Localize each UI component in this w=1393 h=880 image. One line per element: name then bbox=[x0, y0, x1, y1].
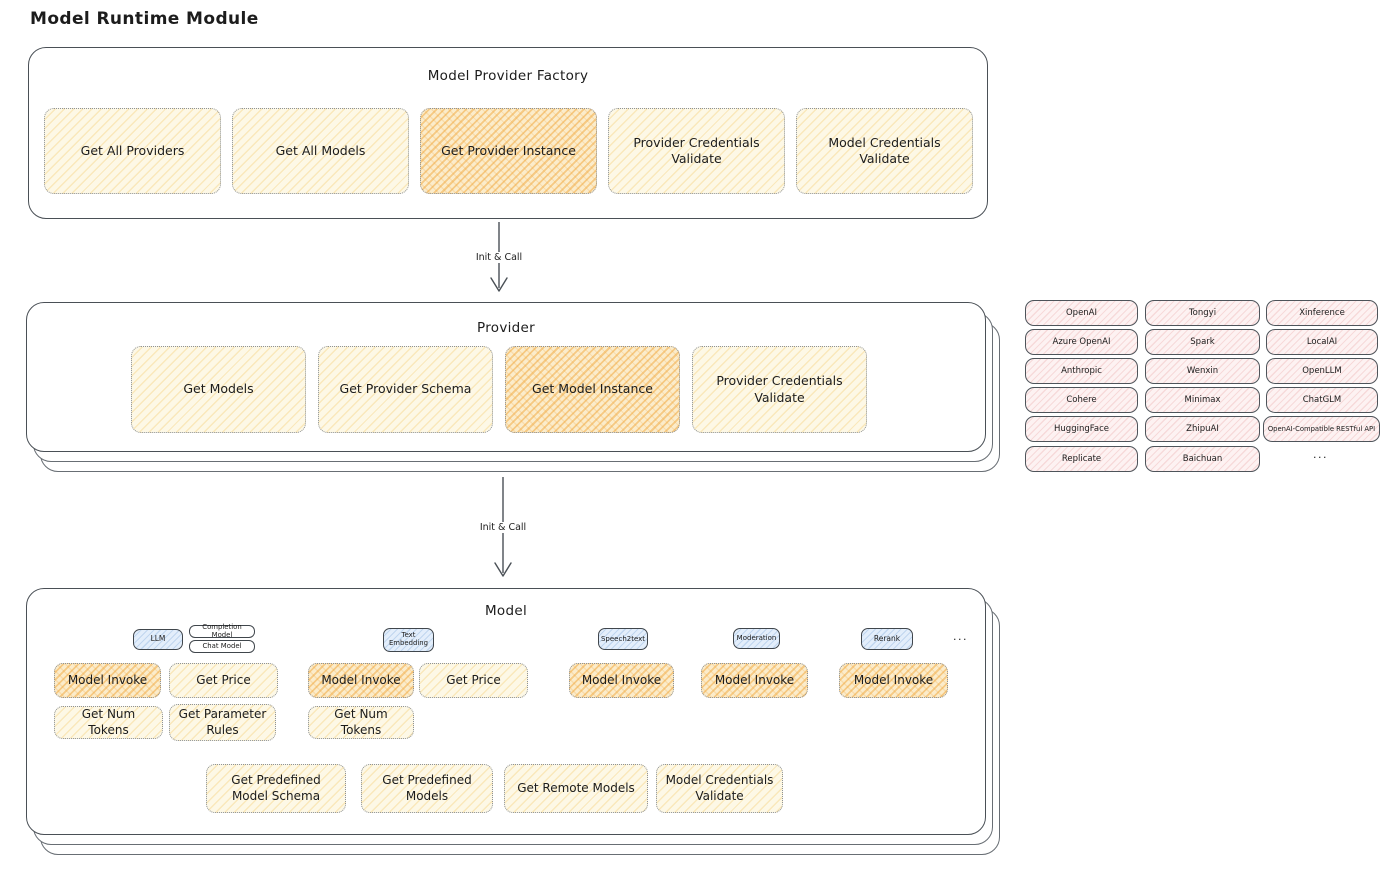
provider-box: Provider Get Models Get Provider Schema … bbox=[26, 302, 986, 452]
model-box: Model LLM Completion Model Chat Model Te… bbox=[26, 588, 986, 835]
model-tags-ellipsis: ... bbox=[953, 630, 968, 643]
factory-box: Model Provider Factory Get All Providers… bbox=[28, 47, 988, 219]
node-embedding-model-invoke: Model Invoke bbox=[308, 663, 414, 698]
node-llm-get-parameter-rules: Get Parameter Rules bbox=[169, 704, 276, 741]
provider-pill-chatglm: ChatGLM bbox=[1266, 387, 1378, 413]
provider-pill-azure-openai: Azure OpenAI bbox=[1025, 329, 1138, 355]
provider-pill-zhipuai: ZhipuAI bbox=[1145, 416, 1260, 442]
node-speech2text-model-invoke: Model Invoke bbox=[569, 663, 674, 698]
provider-pill-anthropic: Anthropic bbox=[1025, 358, 1138, 384]
provider-box-title: Provider bbox=[477, 320, 535, 336]
provider-pill-wenxin: Wenxin bbox=[1145, 358, 1260, 384]
provider-pill-localai: LocalAI bbox=[1266, 329, 1378, 355]
node-llm-get-num-tokens: Get Num Tokens bbox=[54, 706, 163, 739]
node-model-credentials-validate-2: Model Credentials Validate bbox=[656, 764, 783, 813]
node-get-predefined-model-schema: Get Predefined Model Schema bbox=[206, 764, 346, 813]
tag-chat-model: Chat Model bbox=[189, 640, 255, 653]
init-call-label-1: Init & Call bbox=[471, 252, 527, 263]
node-get-all-providers: Get All Providers bbox=[44, 108, 221, 194]
node-llm-get-price: Get Price bbox=[169, 663, 278, 698]
provider-pill-tongyi: Tongyi bbox=[1145, 300, 1260, 326]
node-provider-credentials-validate-2: Provider Credentials Validate bbox=[692, 346, 867, 433]
provider-pill-openai-compatible: OpenAI-Compatible RESTful API bbox=[1263, 416, 1380, 442]
node-get-predefined-models: Get Predefined Models bbox=[361, 764, 493, 813]
node-rerank-model-invoke: Model Invoke bbox=[839, 663, 948, 698]
providers-ellipsis: ... bbox=[1313, 448, 1328, 461]
provider-pill-huggingface: HuggingFace bbox=[1025, 416, 1138, 442]
tag-completion-model: Completion Model bbox=[189, 623, 255, 638]
factory-box-title: Model Provider Factory bbox=[427, 68, 589, 84]
tag-llm: LLM bbox=[133, 629, 183, 650]
node-get-all-models: Get All Models bbox=[232, 108, 409, 194]
provider-pill-replicate: Replicate bbox=[1025, 446, 1138, 472]
node-moderation-model-invoke: Model Invoke bbox=[701, 663, 808, 698]
node-get-remote-models: Get Remote Models bbox=[504, 764, 648, 813]
node-embedding-get-num-tokens: Get Num Tokens bbox=[308, 706, 414, 739]
node-provider-credentials-validate: Provider Credentials Validate bbox=[608, 108, 785, 194]
provider-pill-openllm: OpenLLM bbox=[1266, 358, 1378, 384]
node-get-provider-schema: Get Provider Schema bbox=[318, 346, 493, 433]
node-get-models: Get Models bbox=[131, 346, 306, 433]
tag-rerank: Rerank bbox=[861, 628, 913, 650]
diagram-title: Model Runtime Module bbox=[30, 9, 259, 29]
provider-pill-spark: Spark bbox=[1145, 329, 1260, 355]
node-get-model-instance: Get Model Instance bbox=[505, 346, 680, 433]
provider-pill-xinference: Xinference bbox=[1266, 300, 1378, 326]
provider-pill-baichuan: Baichuan bbox=[1145, 446, 1260, 472]
node-model-credentials-validate: Model Credentials Validate bbox=[796, 108, 973, 194]
provider-pill-openai: OpenAI bbox=[1025, 300, 1138, 326]
provider-pill-minimax: Minimax bbox=[1145, 387, 1260, 413]
tag-speech2text: Speech2text bbox=[598, 628, 648, 650]
providers-grid: OpenAI Azure OpenAI Anthropic Cohere Hug… bbox=[1025, 300, 1385, 475]
init-call-label-2: Init & Call bbox=[475, 522, 531, 533]
provider-pill-cohere: Cohere bbox=[1025, 387, 1138, 413]
model-box-title: Model bbox=[484, 603, 528, 619]
node-embedding-get-price: Get Price bbox=[419, 663, 528, 698]
node-llm-model-invoke: Model Invoke bbox=[54, 663, 161, 698]
tag-text-embedding: Text Embedding bbox=[383, 628, 434, 652]
tag-moderation: Moderation bbox=[733, 628, 780, 649]
node-get-provider-instance: Get Provider Instance bbox=[420, 108, 597, 194]
